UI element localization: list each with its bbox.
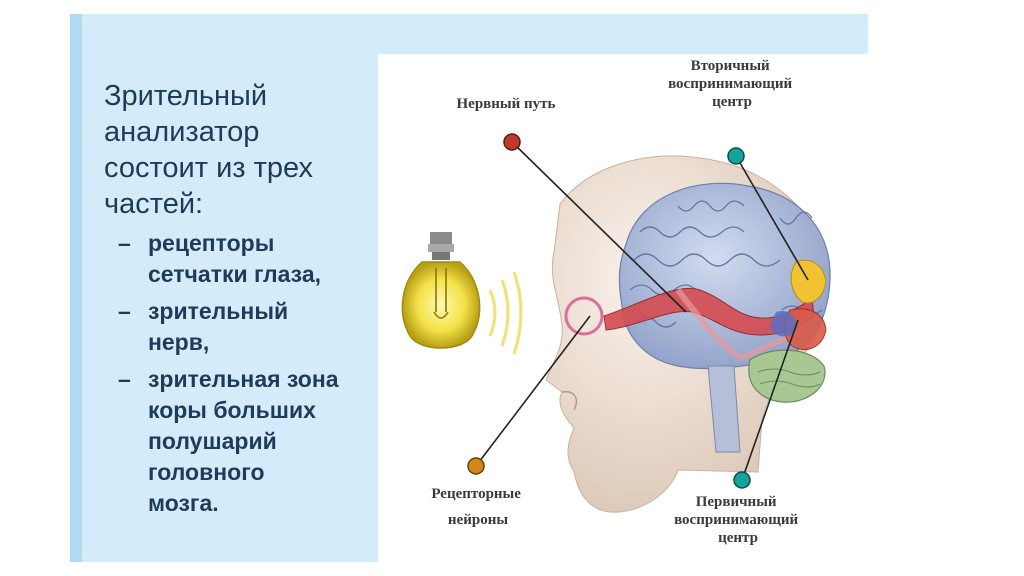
bullet-list: – рецепторы сетчатки глаза, – зрительный… — [104, 228, 389, 519]
bullet-dash: – — [118, 230, 131, 256]
pointer-line-nerve-path — [511, 141, 687, 313]
bullet-item-nerve: – зрительный нерв, — [104, 296, 389, 358]
bullet-line: мозга. — [148, 490, 219, 516]
text-block: Зрительный анализатор состоит из трех ча… — [104, 78, 389, 525]
bullet-dash: – — [118, 298, 131, 324]
pointer-line-secondary-center — [735, 155, 809, 281]
label-line: воспринимающий — [668, 76, 792, 92]
pointer-line-primary-center — [741, 319, 799, 481]
label-receptor-neurons: Рецепторные нейроны — [431, 486, 524, 528]
marker-receptor-neurons — [467, 457, 485, 475]
bullet-item-cortex: – зрительная зона коры больших полушарий… — [104, 364, 389, 519]
bullet-line: полушарий — [148, 428, 277, 454]
bullet-line: зрительный — [148, 298, 289, 324]
marker-secondary-center — [727, 147, 745, 165]
bullet-item-retina: – рецепторы сетчатки глаза, — [104, 228, 389, 290]
label-line: нейроны — [448, 512, 508, 528]
label-line: Нервный путь — [457, 96, 556, 112]
label-line: Первичный — [696, 494, 777, 510]
bullet-line: коры больших — [148, 397, 316, 423]
brain — [603, 182, 831, 453]
visual-analyzer-figure: Нервный путь Вторичный воспринимающий це… — [378, 54, 868, 562]
pointer-line-receptor-neurons — [475, 315, 591, 467]
bullet-line: головного — [148, 459, 265, 485]
title-line: состоит из трех — [104, 152, 314, 184]
label-nerve-path: Нервный путь — [457, 96, 556, 112]
title-line: Зрительный — [104, 80, 268, 112]
label-primary-center: Первичный воспринимающий центр — [674, 494, 802, 546]
left-strip — [70, 14, 82, 562]
label-line: Вторичный — [691, 58, 770, 74]
label-line: воспринимающий — [674, 512, 798, 528]
slide-title: Зрительный анализатор состоит из трех ча… — [104, 78, 389, 222]
figure-svg: Нервный путь Вторичный воспринимающий це… — [401, 58, 831, 546]
bullet-line: зрительная зона — [148, 366, 339, 392]
slide: Зрительный анализатор состоит из трех ча… — [70, 14, 868, 562]
pointer-lines — [475, 141, 809, 481]
marker-primary-center — [733, 471, 751, 489]
label-line: центр — [712, 94, 752, 110]
bullet-line: сетчатки глаза, — [148, 261, 321, 287]
bullet-line: нерв, — [148, 329, 210, 355]
marker-nerve-path — [503, 133, 521, 151]
bullet-dash: – — [118, 366, 131, 392]
title-line: анализатор — [104, 116, 260, 148]
light-waves — [488, 271, 523, 355]
label-secondary-center: Вторичный воспринимающий центр — [668, 58, 796, 110]
bullet-line: рецепторы — [148, 230, 275, 256]
label-line: Рецепторные — [431, 486, 521, 502]
light-bulb — [401, 232, 481, 349]
label-line: центр — [718, 530, 758, 546]
title-line: частей: — [104, 188, 204, 220]
